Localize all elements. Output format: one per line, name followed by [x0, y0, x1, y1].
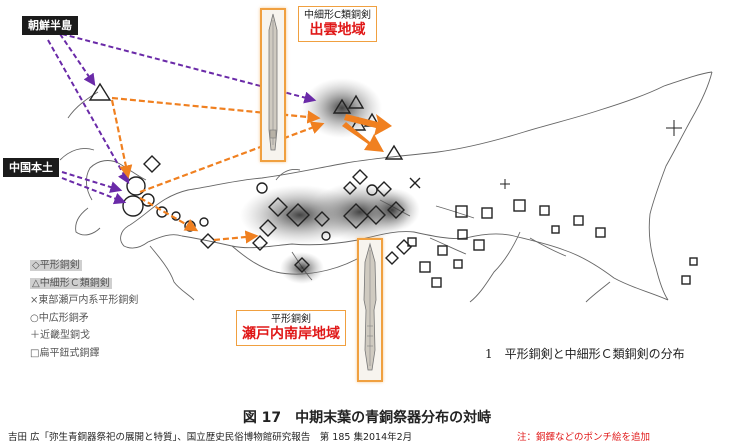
legend-item: □扁平鈕式銅鐸 — [30, 347, 100, 359]
legend-item: ＋近畿型銅戈 — [30, 330, 90, 341]
square-marker — [431, 277, 442, 288]
square-marker — [539, 205, 550, 216]
triangle-marker — [384, 144, 404, 160]
diamond-marker — [385, 251, 399, 265]
square-marker — [455, 205, 468, 218]
map-title: 1 平形銅剣と中細形Ｃ類銅剣の分布 — [485, 347, 685, 361]
legend-item: ○中広形銅矛 — [30, 312, 89, 324]
diamond-marker — [286, 203, 310, 227]
triangle-marker — [88, 82, 112, 101]
spread-arrows — [342, 114, 392, 152]
square-marker — [551, 225, 560, 234]
figure-title: 図 17 中期末葉の青銅祭器分布の対峙 — [242, 410, 492, 426]
diamond-marker — [343, 181, 357, 195]
diamond-marker — [294, 257, 310, 273]
circle-marker — [256, 182, 268, 194]
circle-marker — [199, 217, 209, 227]
square-marker — [453, 259, 463, 269]
square-marker — [481, 207, 493, 219]
izumo-region-box: 中細形C類銅剣 出雲地域 — [298, 6, 377, 42]
map-legend: ◇平形銅剣 △中細形Ｃ類銅剣 ×東部瀬戸内系平形銅剣 ○中広形銅矛 ＋近畿型銅戈… — [30, 257, 138, 362]
x-marker — [409, 177, 421, 189]
map-markers — [88, 82, 698, 288]
note-text: 注：銅鐸などのポンチ絵を追加 — [517, 432, 651, 443]
square-marker — [689, 257, 698, 266]
square-marker — [419, 261, 431, 273]
diamond-marker — [268, 197, 288, 217]
diamond-marker — [387, 201, 405, 219]
square-marker — [595, 227, 606, 238]
legend-item: ◇平形銅剣 — [30, 260, 82, 271]
diamond-marker — [143, 155, 161, 173]
square-marker — [681, 275, 691, 285]
izumo-region-name: 出雲地域 — [309, 22, 366, 38]
circle-marker — [366, 184, 378, 196]
square-marker — [473, 239, 485, 251]
square-marker — [573, 215, 584, 226]
legend-item: △中細形Ｃ類銅剣 — [30, 277, 112, 289]
izumo-sword-type: 中細形C類銅剣 — [304, 10, 371, 21]
square-marker — [457, 229, 468, 240]
mainland-china-label: 中国本土 — [3, 158, 59, 177]
square-marker — [437, 245, 448, 256]
triangle-marker — [332, 98, 352, 114]
circle-marker — [126, 176, 146, 196]
square-marker — [407, 237, 417, 247]
izumo-bronze-sword-image — [260, 8, 286, 162]
diamond-marker — [396, 239, 412, 255]
plus-marker — [666, 120, 682, 136]
diamond-marker — [259, 219, 277, 237]
setouchi-sword-type: 平形銅剣 — [271, 314, 311, 325]
diamond-marker — [376, 181, 392, 197]
diamond-marker — [343, 203, 369, 229]
square-marker — [513, 199, 526, 212]
diamond-marker — [314, 211, 330, 227]
korean-peninsula-label: 朝鮮半島 — [22, 16, 78, 35]
circle-marker — [122, 195, 144, 217]
diamond-marker — [352, 169, 368, 185]
setouchi-region-box: 平形銅剣 瀬戸内南岸地域 — [236, 310, 346, 346]
legend-item: ×東部瀬戸内系平形銅剣 — [30, 295, 139, 306]
diamond-marker — [366, 205, 386, 225]
diamond-marker — [200, 233, 216, 249]
source-citation: 吉田 広「弥生青銅器祭祀の展開と特質」、国立歴史民俗博物館研究報告 第 185 … — [8, 432, 413, 443]
circle-marker — [156, 206, 168, 218]
plus-marker — [500, 179, 510, 189]
triangle-marker — [347, 94, 365, 109]
setouchi-region-name: 瀬戸内南岸地域 — [242, 326, 340, 342]
setouchi-bronze-sword-image — [357, 238, 383, 382]
circle-marker — [321, 231, 331, 241]
